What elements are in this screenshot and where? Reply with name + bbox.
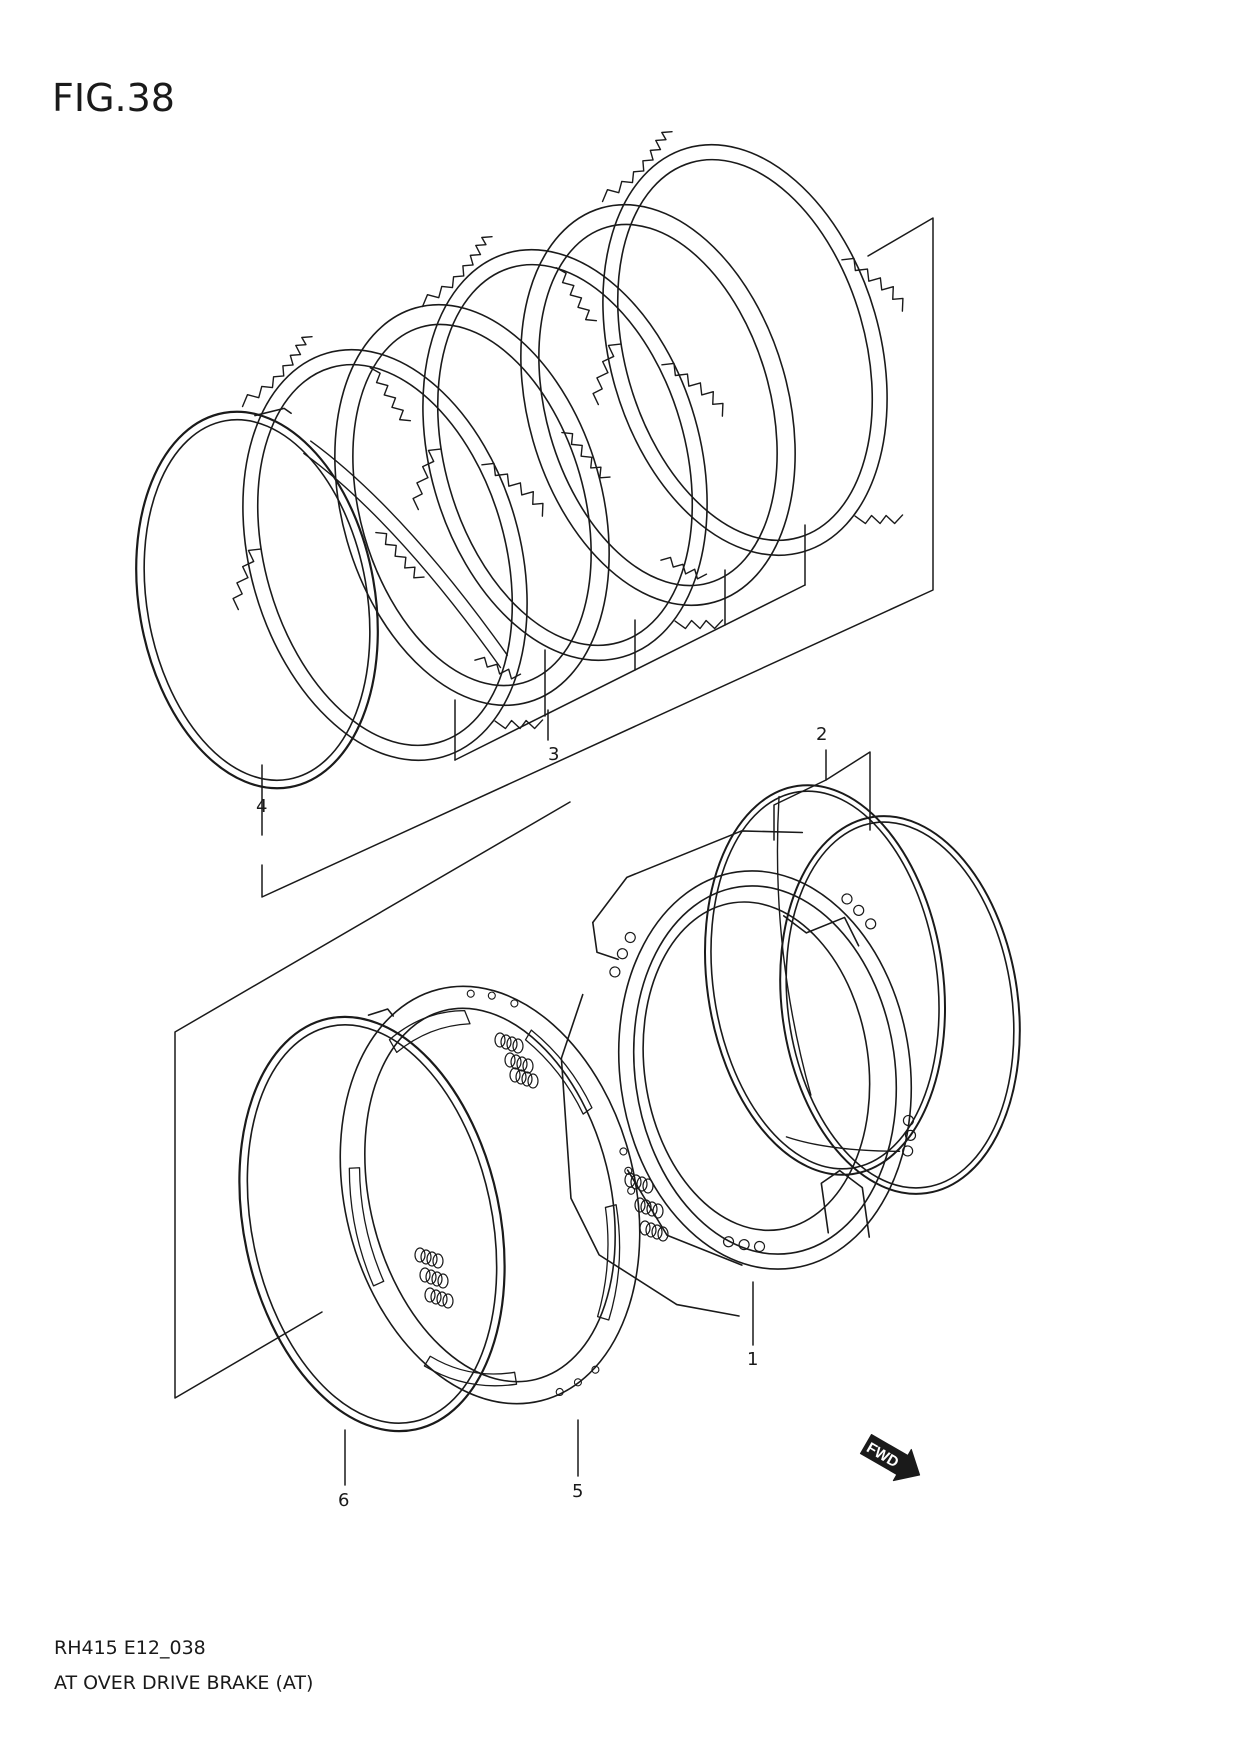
leader-part-3 <box>454 524 806 761</box>
figure-title: FIG.38 <box>52 76 175 120</box>
callout-4: 4 <box>256 796 267 817</box>
brake-piston-part-1 <box>560 830 917 1317</box>
snap-ring-part-6 <box>238 1008 506 1433</box>
catalog-code: RH415 E12_038 <box>54 1637 206 1659</box>
leader-part-4 <box>261 217 934 898</box>
callout-6: 6 <box>338 1490 349 1511</box>
clutch-disc-3 <box>348 185 784 702</box>
spring-retainer-part-5 <box>339 985 641 1405</box>
callout-2: 2 <box>816 724 827 745</box>
callout-1: 1 <box>747 1349 758 1370</box>
clutch-plate-2 <box>289 271 655 739</box>
seal-ring-part-2-inner <box>704 784 946 1176</box>
snap-ring-part-4 <box>135 407 379 790</box>
callout-labels: 1 2 3 4 5 6 <box>256 724 827 1511</box>
callout-3: 3 <box>548 744 559 765</box>
brake-piston-group <box>174 749 1021 1486</box>
fwd-direction-arrow: FWD <box>859 1433 921 1482</box>
clutch-disc-5 <box>528 80 964 597</box>
leader-part-6 <box>174 801 571 1486</box>
seal-ring-part-2-outer <box>779 815 1021 1195</box>
clutch-plate-4 <box>475 171 841 639</box>
leader-part-2 <box>773 749 871 841</box>
figure-description: AT OVER DRIVE BRAKE (AT) <box>54 1672 314 1694</box>
clutch-disc-1 <box>168 285 604 802</box>
return-springs <box>414 1032 669 1309</box>
clutch-pack-group <box>135 80 964 898</box>
callout-5: 5 <box>572 1481 583 1502</box>
